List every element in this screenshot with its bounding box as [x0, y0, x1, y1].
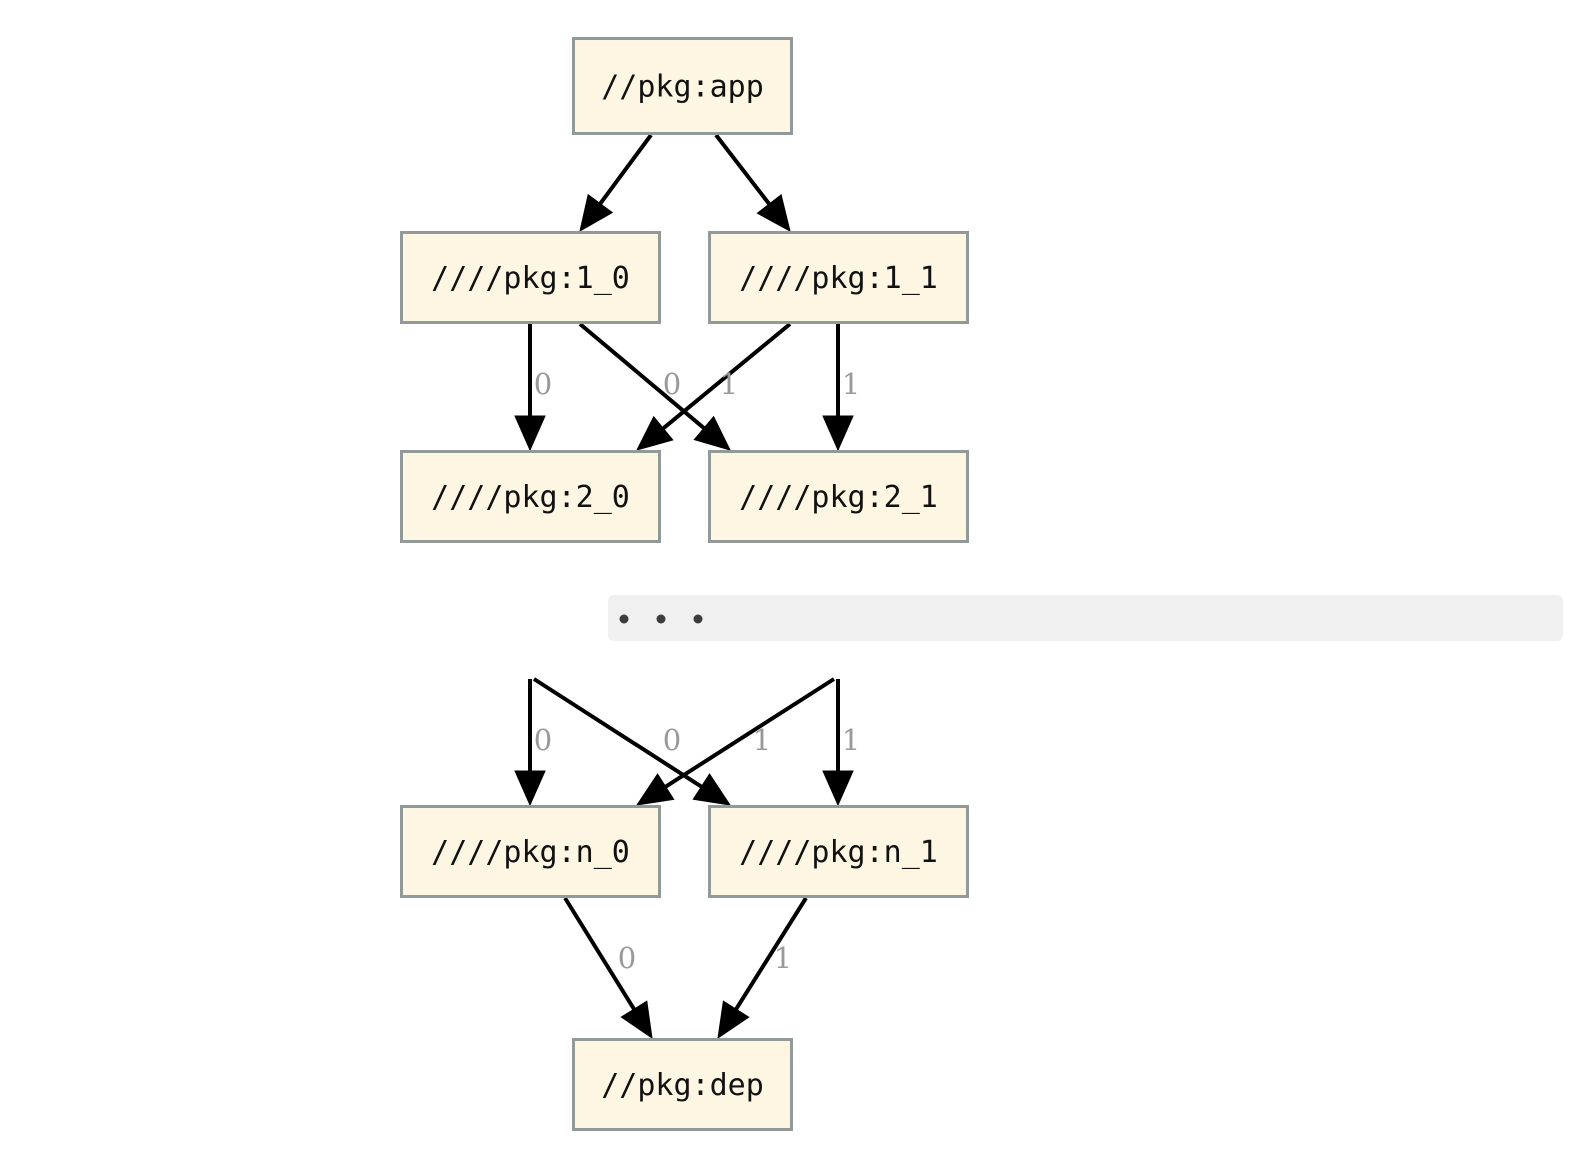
edge-arrowhead-icon	[636, 415, 674, 451]
graph-edge: 0	[563, 896, 653, 1040]
edge-arrowhead-icon	[756, 194, 791, 232]
graph-edge: 1	[635, 677, 836, 806]
node-box[interactable]	[572, 37, 793, 135]
edges-layer: 0 0 1 1 0 0 1 1 0 1	[514, 133, 860, 1040]
edge-line	[578, 322, 709, 433]
graph-node-n1_1[interactable]: ////pkg:1_1	[708, 231, 969, 324]
graph-edge: 1	[717, 896, 808, 1040]
graph-node-dep[interactable]: //pkg:dep	[572, 1038, 793, 1131]
edge-arrowhead-icon	[635, 773, 675, 806]
node-box[interactable]	[572, 1038, 793, 1131]
node-label: ////pkg:1_1	[739, 261, 938, 296]
edge-arrowhead-icon	[822, 770, 854, 807]
edge-arrowhead-icon	[717, 1000, 750, 1040]
edge-label: 0	[618, 941, 636, 975]
edge-line	[596, 133, 653, 209]
ellipsis-bar	[608, 595, 1563, 641]
edge-line	[714, 133, 774, 209]
edge-label: 1	[842, 723, 860, 757]
edge-label: 0	[534, 367, 552, 401]
graph-edge: 1	[636, 322, 792, 451]
graph-node-n1_0[interactable]: ////pkg:1_0	[400, 231, 661, 324]
nodes-layer: //pkg:app ////pkg:1_0 ////pkg:1_1 ////pkg:2…	[400, 37, 969, 1131]
edge-line	[732, 896, 808, 1014]
graph-edge: 1	[822, 324, 860, 452]
node-box[interactable]	[400, 231, 661, 324]
edge-line	[661, 677, 836, 791]
edge-label: 1	[774, 941, 792, 975]
node-label: //pkg:dep	[601, 1068, 764, 1103]
edge-line	[658, 322, 792, 433]
graph-edge: 0	[578, 322, 731, 451]
node-label: ////pkg:2_1	[739, 480, 938, 515]
edge-line	[563, 896, 638, 1014]
edge-label: 0	[663, 367, 681, 401]
graph-edge	[579, 133, 653, 232]
node-box[interactable]	[400, 450, 661, 543]
ellipsis-dot	[656, 614, 666, 624]
graph-edge: 1	[822, 679, 860, 807]
edge-arrowhead-icon	[514, 770, 546, 807]
node-box[interactable]	[708, 231, 969, 324]
graph-node-app[interactable]: //pkg:app	[572, 37, 793, 135]
edge-arrowhead-icon	[693, 415, 731, 451]
graph-edge	[714, 133, 791, 232]
node-box[interactable]	[708, 450, 969, 543]
edge-arrowhead-icon	[579, 193, 614, 232]
edge-label: 0	[663, 723, 681, 757]
edge-arrowhead-icon	[822, 415, 854, 452]
graph-node-n2_0[interactable]: ////pkg:2_0	[400, 450, 661, 543]
ellipsis-dot	[693, 614, 703, 624]
graph-edge: 0	[514, 679, 552, 807]
graph-edge: 0	[514, 324, 552, 452]
edge-label: 1	[753, 723, 771, 757]
edge-label: 1	[842, 367, 860, 401]
ellipsis-dot	[619, 614, 629, 624]
edge-line	[532, 677, 706, 791]
graph-node-nn_1[interactable]: ////pkg:n_1	[708, 805, 969, 898]
graph-edge: 0	[532, 677, 732, 806]
edge-arrowhead-icon	[692, 773, 732, 806]
node-label: ////pkg:n_1	[739, 835, 938, 870]
edge-label: 1	[720, 367, 738, 401]
edge-label: 0	[534, 723, 552, 757]
node-label: //pkg:app	[601, 70, 764, 105]
graph-node-nn_0[interactable]: ////pkg:n_0	[400, 805, 661, 898]
ellipsis-separator	[608, 595, 1563, 641]
edge-arrowhead-icon	[620, 1000, 653, 1040]
node-box[interactable]	[708, 805, 969, 898]
node-label: ////pkg:1_0	[431, 261, 630, 296]
node-box[interactable]	[400, 805, 661, 898]
node-label: ////pkg:n_0	[431, 835, 630, 870]
node-label: ////pkg:2_0	[431, 480, 630, 515]
graph-node-n2_1[interactable]: ////pkg:2_1	[708, 450, 969, 543]
edge-arrowhead-icon	[514, 415, 546, 452]
